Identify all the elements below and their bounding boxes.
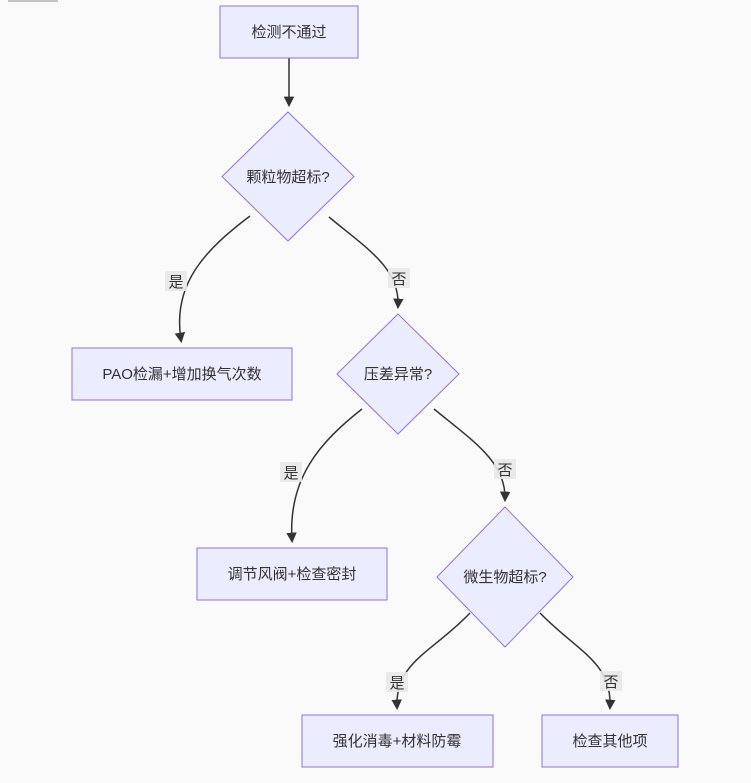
edge-label-yes-1: 是 bbox=[165, 271, 187, 291]
node-decision-pressure-diff: 压差异常? bbox=[336, 313, 460, 435]
svg-text:强化消毒+材料防霉: 强化消毒+材料防霉 bbox=[333, 733, 462, 750]
node-action-disinfection: 强化消毒+材料防霉 bbox=[301, 714, 494, 768]
svg-text:是: 是 bbox=[389, 675, 404, 692]
edge-label-yes-2: 是 bbox=[280, 462, 302, 482]
node-action-adjust-damper: 调节风阀+检查密封 bbox=[196, 547, 388, 601]
svg-text:微生物超标?: 微生物超标? bbox=[463, 569, 546, 586]
edge-label-no-2: 否 bbox=[494, 459, 516, 479]
svg-text:否: 否 bbox=[497, 462, 512, 479]
svg-text:是: 是 bbox=[168, 274, 183, 291]
svg-text:颗粒物超标?: 颗粒物超标? bbox=[246, 169, 329, 186]
node-decision-particulate: 颗粒物超标? bbox=[221, 111, 355, 242]
svg-text:检测不通过: 检测不通过 bbox=[251, 24, 326, 41]
node-action-check-others: 检查其他项 bbox=[541, 714, 679, 768]
edge-label-no-1: 否 bbox=[388, 268, 410, 288]
svg-text:检查其他项: 检查其他项 bbox=[572, 733, 647, 750]
edge-q2-yes-to-a2 bbox=[286, 408, 363, 544]
svg-text:PAO检漏+增加换气次数: PAO检漏+增加换气次数 bbox=[102, 366, 261, 383]
edge-q3-yes-to-a3 bbox=[391, 612, 471, 711]
node-start: 检测不通过 bbox=[219, 5, 359, 59]
svg-text:否: 否 bbox=[391, 271, 406, 288]
node-decision-microbial: 微生物超标? bbox=[436, 506, 574, 648]
svg-text:压差异常?: 压差异常? bbox=[364, 366, 432, 383]
edge-label-yes-3: 是 bbox=[386, 672, 408, 692]
edge-q2-no-to-q3 bbox=[433, 408, 511, 503]
edge-label-no-3: 否 bbox=[600, 671, 622, 691]
svg-text:是: 是 bbox=[283, 465, 298, 482]
edge-q3-no-to-a4 bbox=[539, 612, 616, 711]
svg-text:调节风阀+检查密封: 调节风阀+检查密封 bbox=[228, 566, 357, 583]
edge-q1-yes-to-a1 bbox=[174, 215, 251, 344]
edge-q1-no-to-q2 bbox=[328, 216, 404, 310]
svg-text:否: 否 bbox=[603, 674, 618, 691]
node-action-pao-leak-test: PAO检漏+增加换气次数 bbox=[71, 347, 293, 401]
page-top-artifact bbox=[8, 0, 58, 2]
